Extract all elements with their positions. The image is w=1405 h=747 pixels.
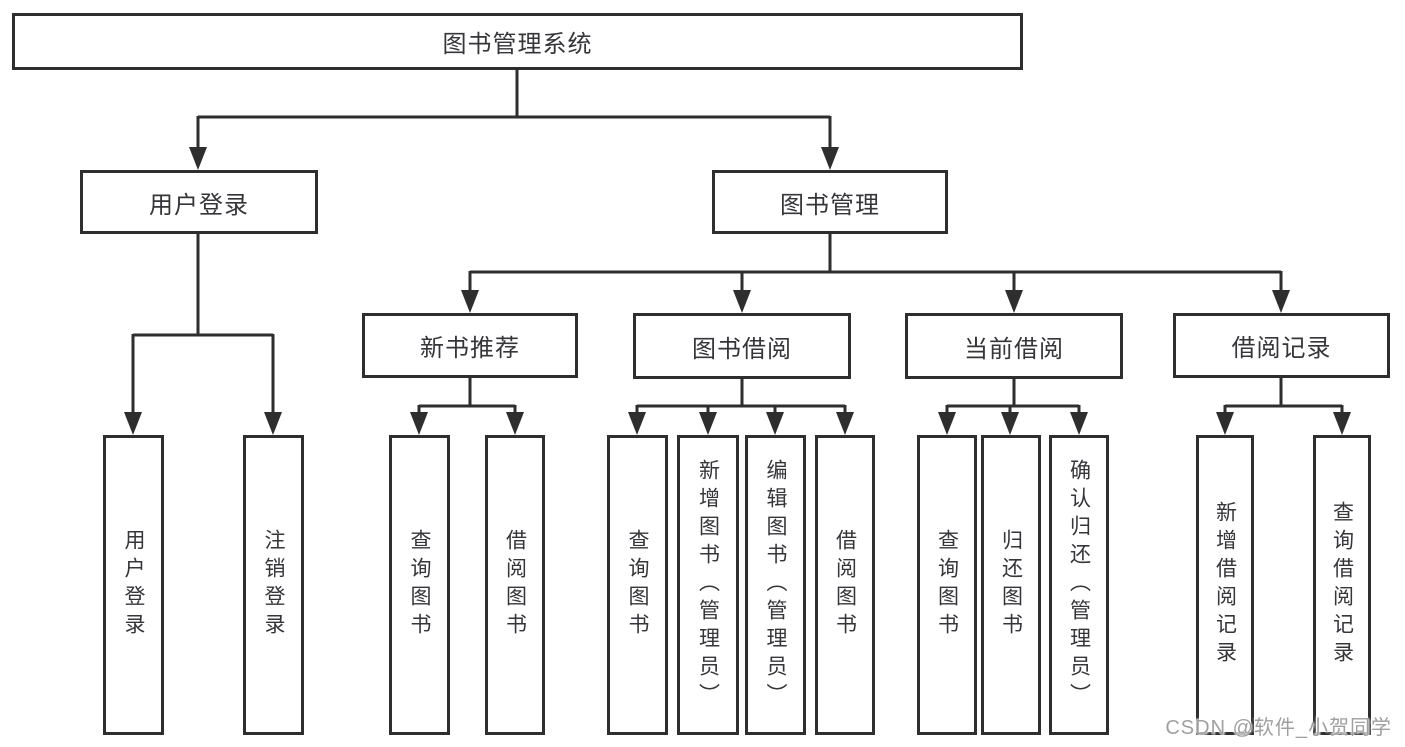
node-current-borrow: 当前借阅 — [905, 313, 1123, 379]
leaf-label: 新增借阅记录 — [1213, 501, 1237, 669]
leaf-logout: 注销登录 — [243, 435, 304, 735]
leaf-label: 借阅图书 — [503, 529, 527, 641]
leaf-label: 确认归还（管理员） — [1067, 459, 1091, 711]
node-new-book-recommend: 新书推荐 — [362, 313, 578, 378]
leaf-label: 归还图书 — [999, 529, 1023, 641]
leaf-borrow-book-1: 借阅图书 — [485, 435, 545, 735]
node-label: 图书借阅 — [692, 335, 792, 363]
leaf-add-book-admin: 新增图书（管理员） — [677, 435, 739, 735]
node-label: 图书管理系统 — [442, 31, 593, 58]
leaf-return-book: 归还图书 — [981, 435, 1041, 735]
leaf-edit-book-admin: 编辑图书（管理员） — [745, 435, 806, 735]
leaf-label: 查询图书 — [626, 529, 650, 641]
leaf-label: 查询图书 — [935, 529, 959, 641]
leaf-user-login: 用户登录 — [103, 435, 164, 735]
arrowheads — [124, 147, 1351, 435]
leaf-label: 用户登录 — [122, 529, 146, 641]
leaf-label: 查询图书 — [408, 529, 432, 641]
leaf-label: 新增图书（管理员） — [696, 459, 720, 711]
node-label: 当前借阅 — [964, 335, 1064, 363]
leaf-query-book-3: 查询图书 — [917, 435, 977, 735]
leaf-label: 借阅图书 — [833, 529, 857, 641]
leaf-label: 注销登录 — [262, 529, 286, 641]
leaf-confirm-return-admin: 确认归还（管理员） — [1049, 435, 1109, 735]
leaf-query-borrow-record: 查询借阅记录 — [1313, 435, 1371, 735]
node-book-management: 图书管理 — [712, 170, 948, 234]
leaf-query-book-2: 查询图书 — [607, 435, 668, 735]
node-root-system: 图书管理系统 — [12, 13, 1023, 70]
node-book-borrow: 图书借阅 — [633, 313, 851, 379]
leaf-query-book-1: 查询图书 — [389, 435, 450, 735]
node-label: 图书管理 — [780, 191, 880, 219]
leaf-label: 查询借阅记录 — [1330, 501, 1354, 669]
node-user-login: 用户登录 — [80, 170, 318, 234]
node-borrow-record: 借阅记录 — [1173, 313, 1390, 378]
csdn-watermark: CSDN @软件_小贺同学 — [1165, 717, 1392, 739]
node-label: 用户登录 — [149, 191, 249, 219]
leaf-add-borrow-record: 新增借阅记录 — [1196, 435, 1254, 735]
node-label: 借阅记录 — [1231, 335, 1332, 362]
leaf-borrow-book-2: 借阅图书 — [815, 435, 875, 735]
leaf-label: 编辑图书（管理员） — [764, 459, 788, 711]
node-label: 新书推荐 — [420, 335, 520, 362]
